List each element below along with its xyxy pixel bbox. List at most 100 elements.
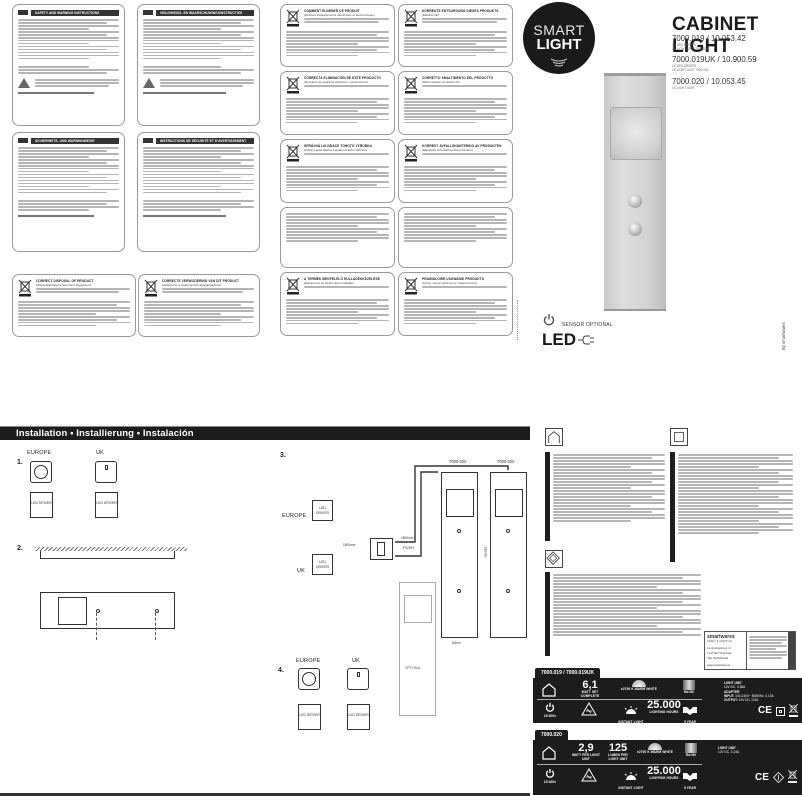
step-number: 1. [17, 459, 23, 466]
led-driver-eu: LED DRIVER [312, 500, 333, 521]
weee-bin-icon [144, 279, 158, 297]
panel-title: SAFETY AND WARNING INSTRUCTIONS [31, 9, 119, 16]
manufacturer-card: smartwares SAFETY & LIFESTYLE Jacobsdonk… [704, 631, 796, 670]
region-label: UK [297, 568, 306, 574]
light-top-view [40, 592, 175, 629]
ra-icon [685, 743, 697, 753]
badge-line2: LIGHT [536, 36, 582, 53]
optional-label: OPTIONAL [405, 666, 422, 670]
model-code: 7000.019UK / 10.900.59 [672, 55, 757, 64]
disposal-panel-hu: A TERMÉK MEGFELELŐ HULLADÉKKEZELÉSE(Elek… [280, 272, 395, 336]
weee-bin-icon [404, 277, 418, 295]
safety-panel-de: SICHERHEITS- UND WARNHINWEISE [12, 132, 125, 252]
model-sub: 1X LIGHT UNIT [672, 86, 695, 90]
panel-subtitle: (Elektromos és elektronikus hulladék) [304, 281, 354, 285]
region-label: EUROPE [27, 450, 52, 456]
brand-vertical: By smartwares [781, 322, 786, 350]
panel-subtitle: (Zničení elektrického a elektronického z… [304, 148, 367, 152]
safety-panel-en: SAFETY AND WARNING INSTRUCTIONS [12, 4, 125, 126]
height-dimension: 310mm [483, 546, 488, 558]
light-unit-2 [490, 472, 527, 638]
double-square-icon [670, 428, 688, 446]
screw-guide [155, 613, 156, 640]
sensor-optional-label: SENSOR OPTIONAL [562, 322, 613, 328]
panel-title: CORRECTA ELIMINACIÓN DE ESTE PRODUCTO [304, 76, 381, 80]
panel-title: SPRÁVNÁ LIKVIDACE TOHOTO VÝROBKU [304, 144, 373, 148]
safety-panel-fr: INSTRUCTIONS DE SÉCURITÉ ET D'AVERTISSEM… [137, 132, 260, 252]
driver-label: LED DRIVER [316, 506, 329, 515]
house-icon [542, 683, 556, 697]
instant-light: INSTANT LIGHT [611, 768, 651, 790]
panel-title: CORRETTO SMALTIMENTO DEL PRODOTTO [422, 76, 494, 80]
badge-line1: SMART [533, 22, 585, 38]
address-line: Jacobsdonkweg 11 [707, 646, 732, 650]
address-line: The Netherlands [707, 656, 729, 660]
fold-mark [517, 300, 519, 340]
smart-light-badge: SMART LIGHT [523, 2, 595, 74]
light-unit-1 [441, 472, 478, 638]
disposal-panel-it: CORRETTO SMALTIMENTO DEL PRODOTTO(Rifiut… [398, 71, 513, 135]
region-label: UK [96, 450, 105, 456]
cabinet-surface [35, 547, 187, 551]
optional-light-unit [399, 582, 436, 716]
model-sub: 2X LIGHT UNIT 7000.020 [672, 47, 709, 51]
led-driver-eu: LED DRIVER [30, 492, 53, 518]
disposal-panel-extra-2 [398, 207, 513, 268]
weee-bin-icon [286, 9, 300, 27]
step-number: 2. [17, 545, 23, 552]
disposal-panel-cz: SPRÁVNÁ LIKVIDACE TOHOTO VÝROBKU(Zničení… [280, 139, 395, 203]
panel-subtitle: (elektrische & elektronische afvalappara… [162, 283, 222, 287]
weee-bin-icon [404, 9, 418, 27]
led-driver-uk: LED DRIVER [312, 554, 333, 575]
ce-mark-icon: CE [758, 705, 772, 716]
brand-tagline: SAFETY & LIFESTYLE [707, 640, 732, 643]
instant-light-icon [624, 772, 638, 780]
address-line: 5145 RD Waalwijk [707, 651, 732, 655]
warning-triangle-icon [143, 77, 155, 88]
panel-title: A TERMÉK MEGFELELŐ HULLADÉKKEZELÉSE [304, 277, 380, 281]
furniture-mount-icon [581, 702, 597, 716]
disposal-panel-nl: CORRECTE VERWIJDERING VAN DIT PRODUCT(el… [138, 274, 260, 337]
weee-bin-icon [18, 279, 32, 297]
warm-white-icon [648, 743, 662, 750]
model-code: 7000.019 / 10.053.42 [672, 34, 746, 43]
panel-title: COMMENT ÉLIMINER CE PRODUIT [304, 9, 360, 13]
safety-panel-nl: VEILIGHEIDS- EN WAARSCHUWINGSINSTRUCTIES [137, 4, 260, 126]
led-label: LED [542, 330, 576, 349]
disposal-panel-sv: KORREKT AVFALLSHANTERING AV PRODUKTEN(El… [398, 139, 513, 203]
eu-socket-icon [30, 461, 52, 483]
cri: Ra>80 [681, 743, 701, 757]
disposal-panel-fr: COMMENT ÉLIMINER CE PRODUIT(Déchets d'éq… [280, 4, 395, 67]
eu-socket-icon [298, 668, 320, 690]
panel-title: PRAWIDŁOWE USUWANIE PRODUKTU [422, 277, 485, 281]
led-window [610, 107, 662, 160]
indoor-text [553, 453, 665, 523]
disposal-panel-de: KORREKTE ENTSORGUNG DIESES PRODUKTS(Elek… [398, 4, 513, 67]
spec-tab-1: 7000.019 / 7000.019UK [535, 668, 601, 678]
handshake-icon [683, 773, 697, 781]
diamond-class-iii-icon [545, 550, 563, 568]
electrical-specs: LIGHT UNIT 12V DC, 0,24A [718, 746, 740, 754]
sensor-waves-icon [550, 58, 568, 67]
warning-triangle-icon [18, 77, 30, 88]
panel-title: VEILIGHEIDS- EN WAARSCHUWINGSINSTRUCTIES [156, 9, 254, 16]
disposal-panel-extra-1 [280, 207, 395, 268]
screw-guide [96, 613, 97, 640]
model-sub: 1X LED DRIVER [672, 43, 696, 47]
cabinet-light-image [604, 73, 666, 311]
product-title: CABINET LIGHT [672, 14, 759, 57]
panel-subtitle: (Elektromüll) [422, 13, 439, 17]
house-icon [542, 746, 556, 760]
light-side-view [40, 551, 175, 559]
class-ii-icon [776, 707, 785, 716]
furniture-mount-icon [581, 768, 597, 782]
disposal-panel-en: CORRECT DISPOSAL OF PRODUCT(Waste Electr… [12, 274, 136, 337]
panel-subtitle: (zużyty sprzęt elektryczny i elektronicz… [422, 281, 478, 285]
panel-title: KORREKTE ENTSORGUNG DIESES PRODUKTS [422, 9, 499, 13]
weee-bin-icon [404, 76, 418, 94]
driver-label: LED DRIVER [299, 713, 320, 717]
bottom-rule [0, 793, 530, 796]
switch-cycles: 15.000x [543, 780, 557, 784]
electrical-specs: LIGHT UNIT 12V DC, 0,38A ADAPTER INPUT: … [724, 681, 774, 702]
